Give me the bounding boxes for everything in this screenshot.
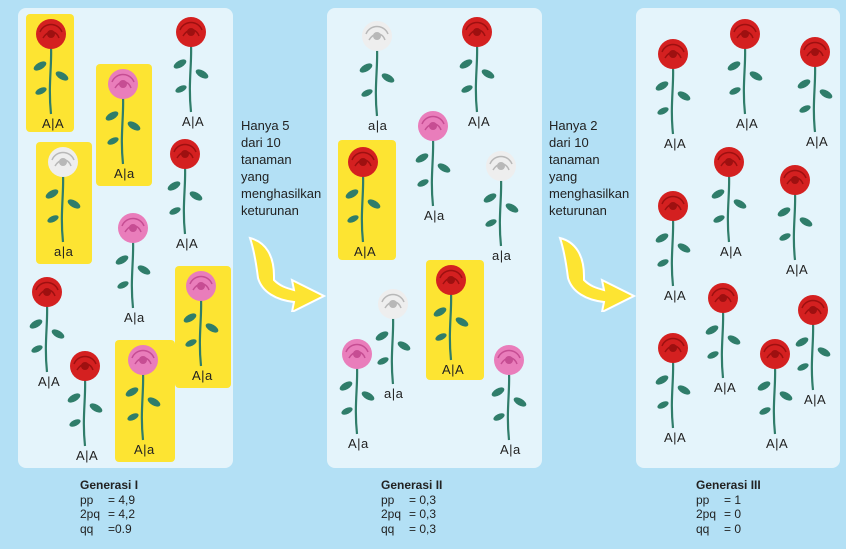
pink-rose-icon xyxy=(100,66,146,166)
genotype-label: a|a xyxy=(368,118,387,133)
stat-label: pp xyxy=(696,493,724,508)
genotype-label: A|a xyxy=(124,310,145,325)
stat-label: qq xyxy=(381,522,409,537)
pink-rose-icon xyxy=(120,342,166,442)
generation-3-row-qq: qq= 0 xyxy=(696,522,761,537)
genotype-label: A|A xyxy=(720,244,742,259)
genotype-label: A|A xyxy=(182,114,204,129)
stat-label: pp xyxy=(80,493,108,508)
genotype-label: A|A xyxy=(42,116,64,131)
pink-rose-icon xyxy=(110,210,156,310)
stat-value: = 0 xyxy=(724,522,741,536)
genotype-label: a|a xyxy=(492,248,511,263)
genotype-label: A|A xyxy=(176,236,198,251)
stat-label: 2pq xyxy=(80,507,108,522)
genotype-label: A|A xyxy=(468,114,490,129)
generation-3-row-pp: pp= 1 xyxy=(696,493,761,508)
generation-3-row-2pq: 2pq= 0 xyxy=(696,507,761,522)
stat-value: = 0,3 xyxy=(409,493,436,507)
genotype-label: A|A xyxy=(804,392,826,407)
stat-value: = 0,3 xyxy=(409,507,436,521)
genotype-label: A|A xyxy=(38,374,60,389)
generation-1-row-qq: qq=0.9 xyxy=(80,522,138,537)
genotype-label: A|A xyxy=(76,448,98,463)
genotype-label: A|A xyxy=(664,430,686,445)
generation-1-stats: Generasi I pp= 4,9 2pq= 4,2 qq=0.9 xyxy=(80,478,138,536)
curved-arrow-2-icon xyxy=(556,232,636,312)
red-rose-icon xyxy=(168,14,214,114)
white-rose-icon xyxy=(40,144,86,244)
genotype-label: A|A xyxy=(806,134,828,149)
stat-label: qq xyxy=(696,522,724,537)
genotype-label: A|A xyxy=(736,116,758,131)
pink-rose-icon xyxy=(486,342,532,442)
genotype-label: A|a xyxy=(134,442,155,457)
curved-arrow-1-icon xyxy=(246,232,326,312)
generation-2-row-2pq: 2pq= 0,3 xyxy=(381,507,442,522)
red-rose-icon xyxy=(700,280,746,380)
red-rose-icon xyxy=(162,136,208,236)
genotype-label: A|A xyxy=(442,362,464,377)
red-rose-icon xyxy=(792,34,838,134)
generation-2-title: Generasi II xyxy=(381,478,442,493)
stat-value: = 0,3 xyxy=(409,522,436,536)
red-rose-icon xyxy=(454,14,500,114)
genotype-label: A|A xyxy=(786,262,808,277)
red-rose-icon xyxy=(706,144,752,244)
red-rose-icon xyxy=(752,336,798,436)
arrow-2-caption: Hanya 2 dari 10 tanaman yang menghasilka… xyxy=(549,117,629,219)
genotype-label: A|A xyxy=(766,436,788,451)
genotype-label: a|a xyxy=(54,244,73,259)
generation-1-row-pp: pp= 4,9 xyxy=(80,493,138,508)
pink-rose-icon xyxy=(334,336,380,436)
stat-label: 2pq xyxy=(696,507,724,522)
stat-value: = 1 xyxy=(724,493,741,507)
stat-value: =0.9 xyxy=(108,522,132,536)
red-rose-icon xyxy=(340,144,386,244)
genotype-label: A|A xyxy=(664,288,686,303)
pink-rose-icon xyxy=(410,108,456,208)
stat-label: qq xyxy=(80,522,108,537)
red-rose-icon xyxy=(722,16,768,116)
genotype-label: A|a xyxy=(424,208,445,223)
genotype-label: A|a xyxy=(192,368,213,383)
arrow-1-caption: Hanya 5 dari 10 tanaman yang menghasilka… xyxy=(241,117,321,219)
genotype-label: A|A xyxy=(714,380,736,395)
generation-1-title: Generasi I xyxy=(80,478,138,493)
red-rose-icon xyxy=(428,262,474,362)
white-rose-icon xyxy=(478,148,524,248)
red-rose-icon xyxy=(28,16,74,116)
generation-1-row-2pq: 2pq= 4,2 xyxy=(80,507,138,522)
stat-value: = 4,9 xyxy=(108,493,135,507)
red-rose-icon xyxy=(772,162,818,262)
red-rose-icon xyxy=(650,330,696,430)
pink-rose-icon xyxy=(178,268,224,368)
genotype-label: a|a xyxy=(384,386,403,401)
stat-value: = 4,2 xyxy=(108,507,135,521)
genotype-label: A|a xyxy=(348,436,369,451)
genotype-label: A|a xyxy=(500,442,521,457)
red-rose-icon xyxy=(62,348,108,448)
genotype-label: A|a xyxy=(114,166,135,181)
generation-2-stats: Generasi II pp= 0,3 2pq= 0,3 qq= 0,3 xyxy=(381,478,442,536)
white-rose-icon xyxy=(354,18,400,118)
generation-3-title: Generasi III xyxy=(696,478,761,493)
stat-label: 2pq xyxy=(381,507,409,522)
generation-2-row-pp: pp= 0,3 xyxy=(381,493,442,508)
genotype-label: A|A xyxy=(664,136,686,151)
generation-2-row-qq: qq= 0,3 xyxy=(381,522,442,537)
generation-3-stats: Generasi III pp= 1 2pq= 0 qq= 0 xyxy=(696,478,761,536)
red-rose-icon xyxy=(650,188,696,288)
red-rose-icon xyxy=(650,36,696,136)
stat-label: pp xyxy=(381,493,409,508)
stat-value: = 0 xyxy=(724,507,741,521)
genotype-label: A|A xyxy=(354,244,376,259)
